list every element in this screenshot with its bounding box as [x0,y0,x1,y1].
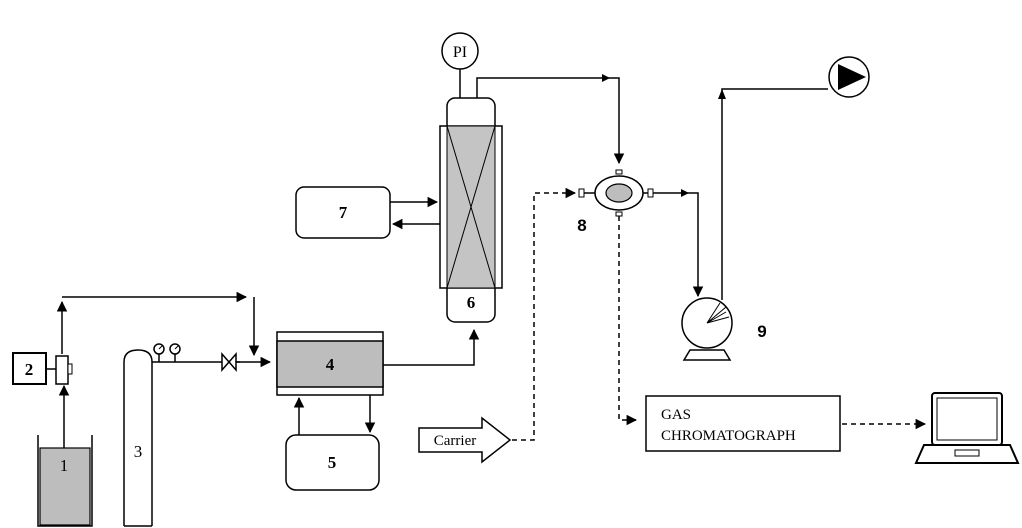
reservoir-liquid [39,447,91,526]
carrier-arrow: Carrier [418,416,512,464]
label-6: 6 [467,293,476,312]
line-pump-to-vent [721,88,828,300]
gas-cylinder-3: 3 [123,343,272,527]
pump-9: 9 [681,297,767,361]
pressure-gauge-icon [153,343,165,362]
reactor-6: 6 [439,97,503,323]
line-valve-to-gc [618,216,638,426]
line-arrowhead [681,189,689,197]
line-reactor-to-valve [476,77,625,165]
sampling-valve-8: 8 [577,169,654,235]
vent-arrow-icon [828,56,870,98]
needle-valve-icon [221,352,237,372]
line-valve-to-pump [653,192,704,298]
bath-5: 5 [285,434,380,491]
pressure-gauge-icon [169,343,181,362]
gas-chromatograph: GAS CHROMATOGRAPH [645,395,841,452]
line-arrowhead [718,89,726,99]
reservoir-1: 1 [37,435,93,527]
line-arrowhead [602,74,610,82]
line-carrier-to-valve [512,187,577,441]
label-5: 5 [328,453,337,472]
pi-label: PI [453,44,467,61]
laptop-icon [914,392,1020,464]
label-1: 1 [60,456,69,475]
pressure-indicator: PI [441,32,479,98]
gc-label-line1: GAS [661,407,691,423]
label-8: 8 [577,216,586,235]
label-4: 4 [326,355,335,374]
line-4-to-6 [383,328,480,366]
label-9: 9 [757,322,766,341]
carrier-label: Carrier [434,433,476,449]
vessel-4: 4 [276,331,384,396]
controller-7: 7 [295,186,391,239]
gc-label-line2: CHROMATOGRAPH [661,428,796,444]
label-3: 3 [134,442,143,461]
label-7: 7 [339,203,348,222]
flow-meter-2: 2 [12,352,73,385]
label-2: 2 [25,360,34,379]
